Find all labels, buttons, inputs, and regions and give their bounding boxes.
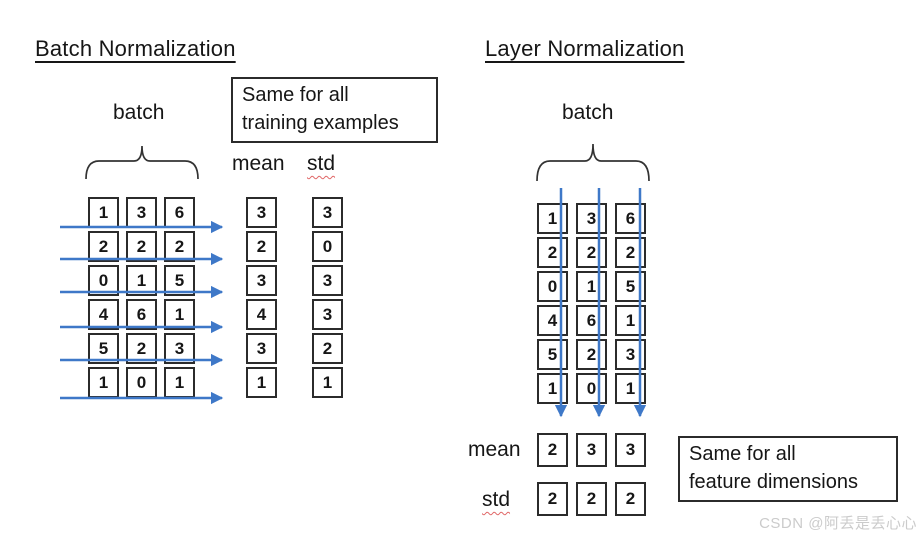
grid-cell: 2 [615,237,646,268]
grid-cell: 1 [615,305,646,336]
grid-cell: 2 [126,333,157,364]
batch-brace-right [536,143,650,182]
mean-row-right: 2 3 3 [537,433,646,467]
grid-cell: 0 [537,271,568,302]
mean-cell: 3 [615,433,646,467]
std-label-left: std [307,152,336,175]
grid-cell: 1 [164,367,195,398]
grid-cell: 2 [88,231,119,262]
std-cell: 3 [312,299,343,330]
grid-cell: 6 [576,305,607,336]
grid-cell: 5 [537,339,568,370]
batch-norm-title: Batch Normalization [35,36,236,61]
grid-cell: 3 [615,339,646,370]
grid-cell: 2 [164,231,195,262]
grid-cell: 5 [615,271,646,302]
grid-cell: 5 [88,333,119,364]
grid-cell: 0 [126,367,157,398]
mean-cell: 2 [537,433,568,467]
std-column-left: 3 0 3 3 2 1 [312,197,343,398]
data-grid-left: 1 3 6 2 2 2 0 1 5 4 6 1 5 2 3 1 0 1 [88,197,195,398]
grid-cell: 2 [537,237,568,268]
note-box-right: Same for all feature dimensions [678,436,898,502]
std-cell: 3 [312,197,343,228]
grid-cell: 4 [88,299,119,330]
mean-cell: 1 [246,367,277,398]
std-cell: 2 [615,482,646,516]
grid-cell: 3 [164,333,195,364]
mean-label-left: mean [232,152,285,175]
note-box-left: Same for all training examples [231,77,438,143]
grid-cell: 0 [88,265,119,296]
grid-cell: 4 [537,305,568,336]
grid-cell: 5 [164,265,195,296]
note-line: Same for all [242,84,349,106]
std-cell: 0 [312,231,343,262]
std-cell: 2 [537,482,568,516]
grid-cell: 1 [615,373,646,404]
grid-cell: 1 [88,367,119,398]
grid-cell: 1 [576,271,607,302]
mean-cell: 3 [246,197,277,228]
mean-cell: 3 [576,433,607,467]
grid-cell: 3 [126,197,157,228]
grid-cell: 1 [537,203,568,234]
mean-label-right: mean [468,438,521,461]
note-line: training examples [242,111,399,134]
note-line: feature dimensions [689,470,858,493]
data-grid-right: 1 3 6 2 2 2 0 1 5 4 6 1 5 2 3 1 0 1 [537,203,646,404]
layer-norm-title: Layer Normalization [485,36,685,61]
mean-cell: 3 [246,265,277,296]
batch-brace-left [85,145,199,180]
grid-cell: 6 [164,197,195,228]
grid-cell: 6 [126,299,157,330]
grid-cell: 1 [88,197,119,228]
mean-cell: 3 [246,333,277,364]
batch-label-left: batch [113,101,165,124]
grid-cell: 1 [126,265,157,296]
std-cell: 2 [576,482,607,516]
grid-cell: 1 [537,373,568,404]
grid-cell: 6 [615,203,646,234]
std-label-right: std [482,488,511,511]
grid-cell: 2 [576,339,607,370]
grid-cell: 2 [576,237,607,268]
grid-cell: 0 [576,373,607,404]
mean-column-left: 3 2 3 4 3 1 [246,197,277,398]
grid-cell: 2 [126,231,157,262]
mean-cell: 2 [246,231,277,262]
csdn-watermark: CSDN @阿丢是丢心心 [759,515,917,532]
note-line: Same for all [689,443,796,465]
std-cell: 3 [312,265,343,296]
batch-label-right: batch [562,101,614,124]
mean-cell: 4 [246,299,277,330]
grid-cell: 3 [576,203,607,234]
std-row-right: 2 2 2 [537,482,646,516]
grid-cell: 1 [164,299,195,330]
std-cell: 1 [312,367,343,398]
std-cell: 2 [312,333,343,364]
